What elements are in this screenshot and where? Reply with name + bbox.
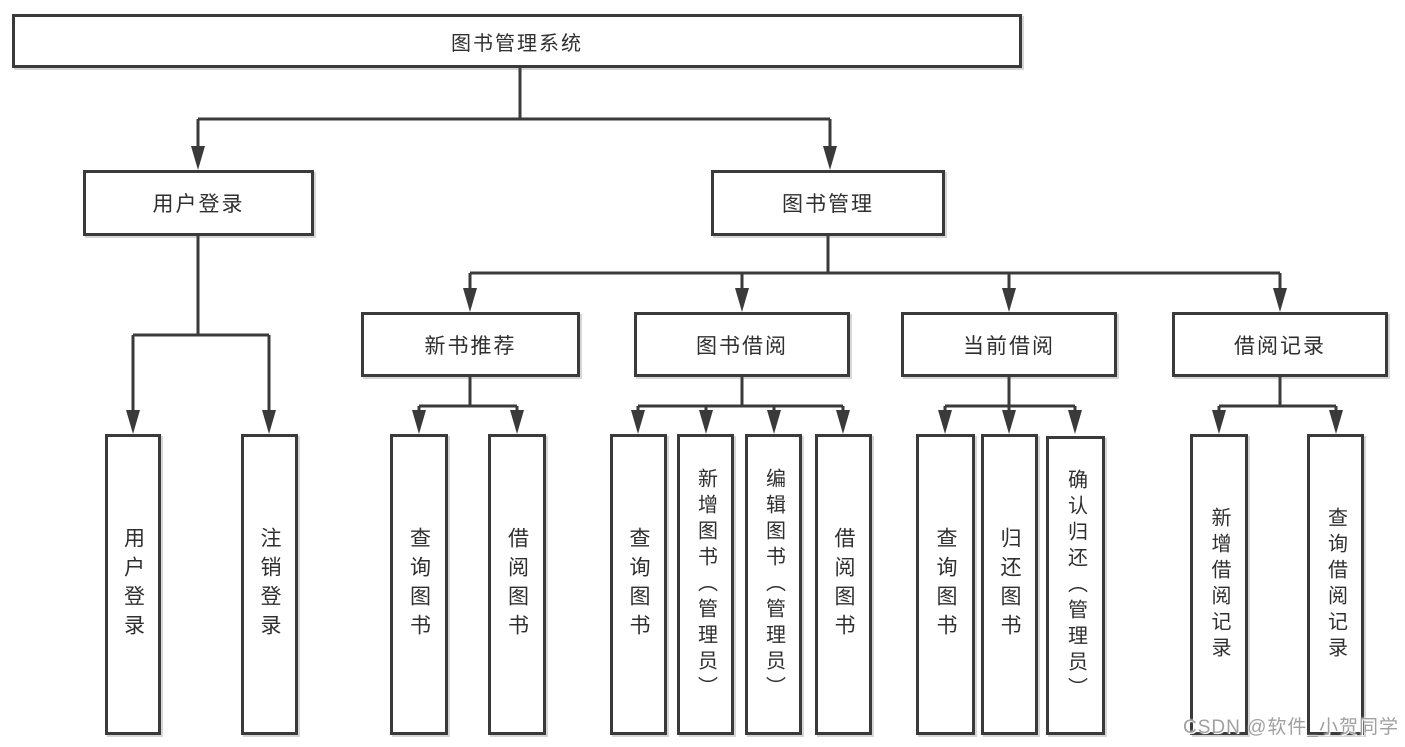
node-label: 新书推荐 [424,334,517,358]
leaf-query-books-borrowing: 查询图书 [610,434,667,735]
leaf-add-borrow-record: 新增借阅记录 [1190,434,1248,735]
node-borrowing-records: 借阅记录 [1172,312,1388,377]
node-label: 查询图书 [934,526,957,643]
node-label: 图书借阅 [696,334,788,358]
arrowheads [126,146,1343,434]
node-user-login: 用户登录 [83,170,314,236]
arrow-down-icon [1002,288,1016,312]
node-book-management: 图书管理 [711,170,945,236]
arrow-down-icon [1329,410,1343,434]
arrow-down-icon [262,410,276,434]
leaf-edit-books-admin: 编辑图书（管理员） [745,434,802,735]
node-label: 图书管理系统 [451,32,583,55]
arrow-down-icon [938,410,952,434]
node-current-borrowing: 当前借阅 [901,312,1117,377]
node-new-book-recommend: 新书推荐 [361,312,580,377]
node-label: 注销登录 [258,526,281,643]
node-label: 用户登录 [121,526,145,643]
node-label: 确认归还（管理员） [1064,468,1087,703]
arrow-down-icon [191,146,205,170]
arrow-down-icon [463,288,477,312]
arrow-down-icon [836,410,850,434]
node-label: 借阅图书 [832,526,855,643]
node-library-management-system: 图书管理系统 [12,14,1022,68]
arrow-down-icon [510,410,524,434]
leaf-query-books-current: 查询图书 [916,434,975,735]
node-label: 查询图书 [407,526,431,643]
node-label: 归还图书 [998,526,1021,643]
arrow-down-icon [735,288,749,312]
leaf-add-books-admin: 新增图书（管理员） [677,434,734,735]
csdn-watermark: CSDN @软件_小贺同学 [1183,717,1399,738]
leaf-confirm-return-admin: 确认归还（管理员） [1046,436,1105,735]
node-label: 查询借阅记录 [1324,506,1347,663]
arrow-down-icon [1212,410,1226,434]
leaf-borrow-books-recommend: 借阅图书 [488,434,546,735]
node-label: 编辑图书（管理员） [762,467,785,702]
node-label: 查询图书 [627,526,650,643]
leaf-query-books-recommend: 查询图书 [390,434,448,735]
arrow-down-icon [1273,288,1287,312]
leaf-return-books: 归还图书 [981,434,1038,735]
leaf-query-borrow-record: 查询借阅记录 [1307,434,1364,735]
node-label: 用户登录 [152,193,245,216]
arrow-down-icon [823,146,837,170]
arrow-down-icon [412,410,426,434]
arrow-down-icon [126,410,140,434]
arrow-down-icon [767,410,781,434]
leaf-user-login: 用户登录 [105,434,161,735]
node-label: 新增图书（管理员） [694,467,717,702]
leaf-borrow-books: 借阅图书 [815,434,872,735]
node-label: 当前借阅 [963,334,1055,358]
leaf-logout: 注销登录 [241,434,298,735]
arrow-down-icon [699,410,713,434]
node-label: 借阅图书 [505,526,529,643]
node-label: 借阅记录 [1234,334,1326,358]
node-label: 新增借阅记录 [1208,506,1230,663]
arrow-down-icon [1002,410,1016,434]
node-book-borrowing: 图书借阅 [634,312,850,377]
node-label: 图书管理 [782,193,874,216]
arrow-down-icon [1068,410,1082,434]
connector-path [131,68,1338,412]
arrow-down-icon [631,410,645,434]
